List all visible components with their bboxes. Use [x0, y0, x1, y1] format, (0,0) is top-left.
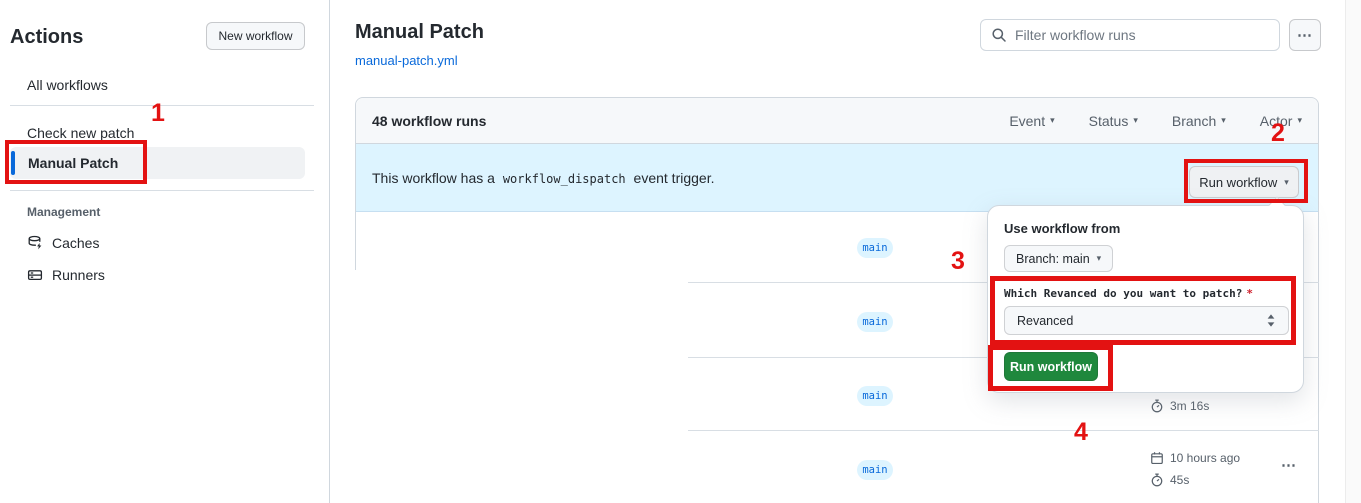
run-row-kebab-button[interactable]: ⋯ — [1281, 457, 1297, 474]
caret-down-icon: ▾ — [1096, 253, 1102, 263]
workflow-input-label: Which Revanced do you want to patch?* — [1004, 287, 1254, 300]
stopwatch-icon — [1151, 399, 1163, 413]
workflow-dispatch-banner: This workflow has a workflow_dispatch ev… — [356, 144, 1318, 212]
branch-badge[interactable]: main — [857, 238, 893, 258]
sidebar-item-caches[interactable]: Caches — [27, 235, 99, 251]
banner-text: This workflow has a workflow_dispatch ev… — [372, 169, 715, 186]
sidebar-item-runners[interactable]: Runners — [27, 267, 105, 283]
new-workflow-button[interactable]: New workflow — [206, 22, 305, 50]
workflow-runs-header: 48 workflow runs Event ▾ Status ▾ Branch… — [356, 98, 1318, 144]
required-asterisk: * — [1246, 287, 1254, 300]
dialog-run-workflow-button[interactable]: Run workflow — [1004, 352, 1098, 381]
run-started-time: 10 hours ago — [1150, 451, 1240, 465]
run-workflow-dialog: Use workflow from Branch: main ▾ Which R… — [987, 196, 1304, 393]
caret-down-icon: ▾ — [1221, 115, 1226, 125]
row-divider — [688, 430, 1319, 431]
filter-actor-dropdown[interactable]: Actor ▾ — [1259, 112, 1302, 129]
filter-event-dropdown[interactable]: Event ▾ — [1009, 112, 1055, 129]
runners-icon — [27, 270, 43, 281]
dialog-heading: Use workflow from — [1004, 221, 1121, 236]
scrollbar-track[interactable] — [1345, 0, 1361, 503]
kebab-horizontal-icon: ⋯ — [1297, 27, 1313, 44]
search-icon — [992, 28, 1006, 42]
run-duration: 45s — [1150, 473, 1189, 487]
filter-status-dropdown[interactable]: Status ▾ — [1088, 112, 1138, 129]
sidebar-item-runners-label: Runners — [52, 267, 105, 283]
filter-workflow-runs-search[interactable] — [980, 19, 1280, 51]
sidebar-divider — [10, 190, 314, 191]
sidebar-item-manual-patch[interactable] — [10, 147, 305, 179]
caret-down-icon: ▾ — [1297, 115, 1302, 125]
sidebar-title: Actions — [10, 26, 84, 48]
caret-down-icon: ▾ — [1050, 115, 1055, 125]
workflow-runs-card: 48 workflow runs Event ▾ Status ▾ Branch… — [355, 97, 1319, 503]
sidebar-item-manual-patch-label: Manual Patch — [28, 155, 119, 171]
revanced-select[interactable]: Revanced — [1004, 306, 1289, 335]
more-options-button[interactable]: ⋯ — [1289, 19, 1321, 51]
branch-badge[interactable]: main — [857, 460, 893, 480]
run-filters: Event ▾ Status ▾ Branch ▾ Actor ▾ — [1009, 113, 1302, 129]
branch-badge[interactable]: main — [857, 312, 893, 332]
sidebar-divider — [10, 105, 314, 106]
filter-branch-dropdown[interactable]: Branch ▾ — [1171, 112, 1226, 129]
actions-sidebar: Actions New workflow All workflows Check… — [0, 0, 330, 503]
select-updown-icon — [1267, 314, 1275, 327]
management-section-label: Management — [27, 205, 101, 219]
row-content-mask — [354, 270, 357, 503]
run-workflow-dropdown-button[interactable]: Run workflow ▾ — [1189, 166, 1299, 198]
search-input[interactable] — [1015, 27, 1269, 43]
cache-icon — [28, 235, 42, 250]
sidebar-item-all-workflows[interactable]: All workflows — [27, 77, 108, 93]
calendar-icon — [1151, 452, 1163, 465]
sidebar-item-check-new-patch[interactable]: Check new patch — [27, 125, 135, 141]
caret-down-icon: ▾ — [1133, 115, 1138, 125]
page-title: Manual Patch — [355, 21, 484, 43]
run-count-label: 48 workflow runs — [372, 112, 487, 129]
branch-badge[interactable]: main — [857, 386, 893, 406]
sidebar-item-caches-label: Caches — [52, 235, 100, 251]
selected-item-accent-bar — [11, 151, 15, 175]
caret-down-icon: ▾ — [1284, 176, 1289, 187]
workflow-file-link[interactable]: manual-patch.yml — [355, 53, 458, 68]
run-duration: 3m 16s — [1150, 399, 1209, 413]
stopwatch-icon — [1151, 473, 1163, 487]
workflow-dispatch-code: workflow_dispatch — [502, 171, 626, 186]
branch-selector-button[interactable]: Branch: main ▾ — [1004, 245, 1114, 272]
